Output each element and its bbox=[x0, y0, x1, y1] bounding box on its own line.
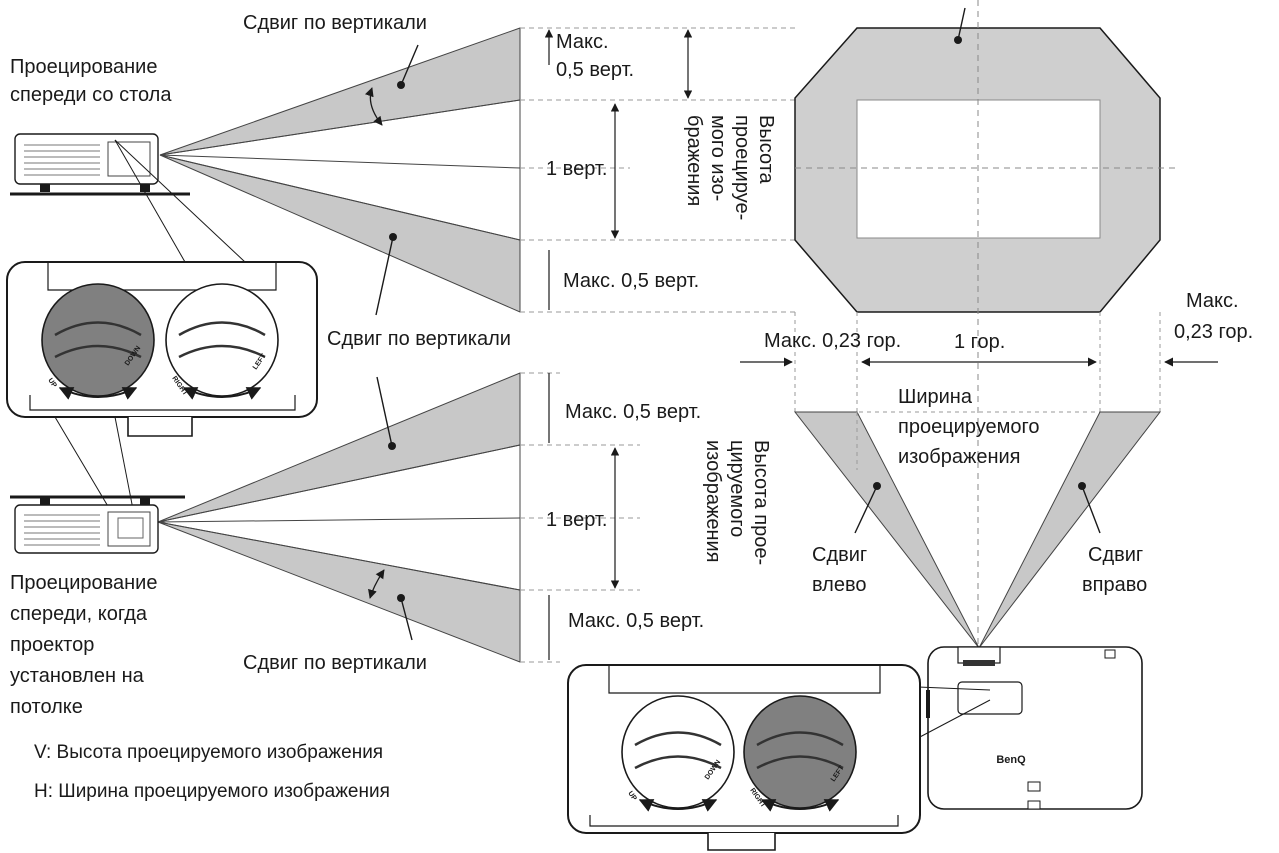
legend-h: H: Ширина проецируемого изображения bbox=[34, 781, 390, 802]
label-shift-vertical-middle: Сдвиг по вертикали bbox=[327, 328, 511, 350]
label-image-width-1: Ширина bbox=[898, 386, 973, 408]
svg-text:Высота прое-: Высота прое- bbox=[750, 440, 772, 565]
label-image-width-3: изображения bbox=[898, 446, 1021, 468]
top-upper-beam bbox=[159, 27, 521, 156]
label-table-projection-2: спереди со стола bbox=[10, 84, 172, 106]
knob-up-label-2: UP bbox=[626, 790, 638, 802]
bottom-beam-group bbox=[157, 372, 640, 663]
legend-v: V: Высота проецируемого изображения bbox=[34, 742, 383, 763]
screen-shift-area bbox=[740, 0, 1218, 650]
vertical-shift-knob bbox=[41, 283, 155, 397]
label-image-height-top: Высота проецируе- мого изо- бражения bbox=[683, 115, 777, 220]
svg-text:проецируе-: проецируе- bbox=[731, 115, 753, 220]
label-ceiling-1: Проецирование bbox=[10, 572, 157, 594]
label-image-width-2: проецируемого bbox=[898, 416, 1039, 438]
label-max-05-vert-lower-bottom: Макс. 0,5 верт. bbox=[568, 610, 704, 632]
label-shift-left-2: влево bbox=[812, 574, 866, 596]
svg-text:бражения: бражения bbox=[683, 115, 705, 206]
label-one-hor: 1 гор. bbox=[954, 331, 1005, 353]
label-one-vert-bottom: 1 верт. bbox=[546, 509, 607, 531]
knob-up-label: UP bbox=[46, 377, 58, 389]
label-table-projection-1: Проецирование bbox=[10, 56, 157, 78]
knob-panel-left: UP DOWN RIGHT LEFT bbox=[6, 261, 318, 437]
bottom-lower-beam bbox=[157, 521, 521, 663]
knob-panel-bottom: UP DOWN RIGHT LEFT bbox=[567, 664, 921, 851]
projector-ceiling-icon bbox=[10, 495, 185, 554]
label-shift-right-1: Сдвиг bbox=[1088, 544, 1143, 566]
projector-top-view: BenQ bbox=[926, 646, 1143, 810]
label-image-height-bottom: Высота прое- цируемого изображения bbox=[702, 440, 772, 565]
label-max-05-vert-top-2: 0,5 верт. bbox=[556, 59, 634, 81]
label-max-023-hor-right-1: Макс. bbox=[1186, 290, 1239, 312]
label-shift-right-2: вправо bbox=[1082, 574, 1147, 596]
label-ceiling-5: потолке bbox=[10, 696, 83, 718]
label-max-05-vert-top-1: Макс. bbox=[556, 31, 609, 53]
svg-text:цируемого: цируемого bbox=[726, 440, 748, 537]
right-shift-beam bbox=[978, 411, 1162, 649]
label-shift-left-1: Сдвиг bbox=[812, 544, 867, 566]
svg-text:мого изо-: мого изо- bbox=[707, 115, 729, 201]
left-shift-beam bbox=[793, 411, 980, 649]
label-max-05-vert-lower-top: Макс. 0,5 верт. bbox=[565, 401, 701, 423]
svg-text:изображения: изображения bbox=[702, 440, 724, 563]
top-beam-group bbox=[159, 27, 795, 316]
horizontal-shift-knob bbox=[165, 283, 279, 397]
label-shift-vertical-bottom: Сдвиг по вертикали bbox=[243, 652, 427, 674]
label-max-023-hor-right-2: 0,23 гор. bbox=[1174, 321, 1253, 343]
label-ceiling-4: установлен на bbox=[10, 665, 145, 687]
label-one-vert-top: 1 верт. bbox=[546, 158, 607, 180]
label-max-05-vert-mid: Макс. 0,5 верт. bbox=[563, 270, 699, 292]
svg-text:Высота: Высота bbox=[755, 115, 777, 185]
label-ceiling-3: проектор bbox=[10, 634, 94, 656]
label-max-023-hor-left: Макс. 0,23 гор. bbox=[764, 330, 901, 352]
brand-logo: BenQ bbox=[996, 754, 1026, 766]
label-shift-vertical-top: Сдвиг по вертикали bbox=[243, 12, 427, 34]
label-ceiling-2: спереди, когда bbox=[10, 603, 148, 625]
